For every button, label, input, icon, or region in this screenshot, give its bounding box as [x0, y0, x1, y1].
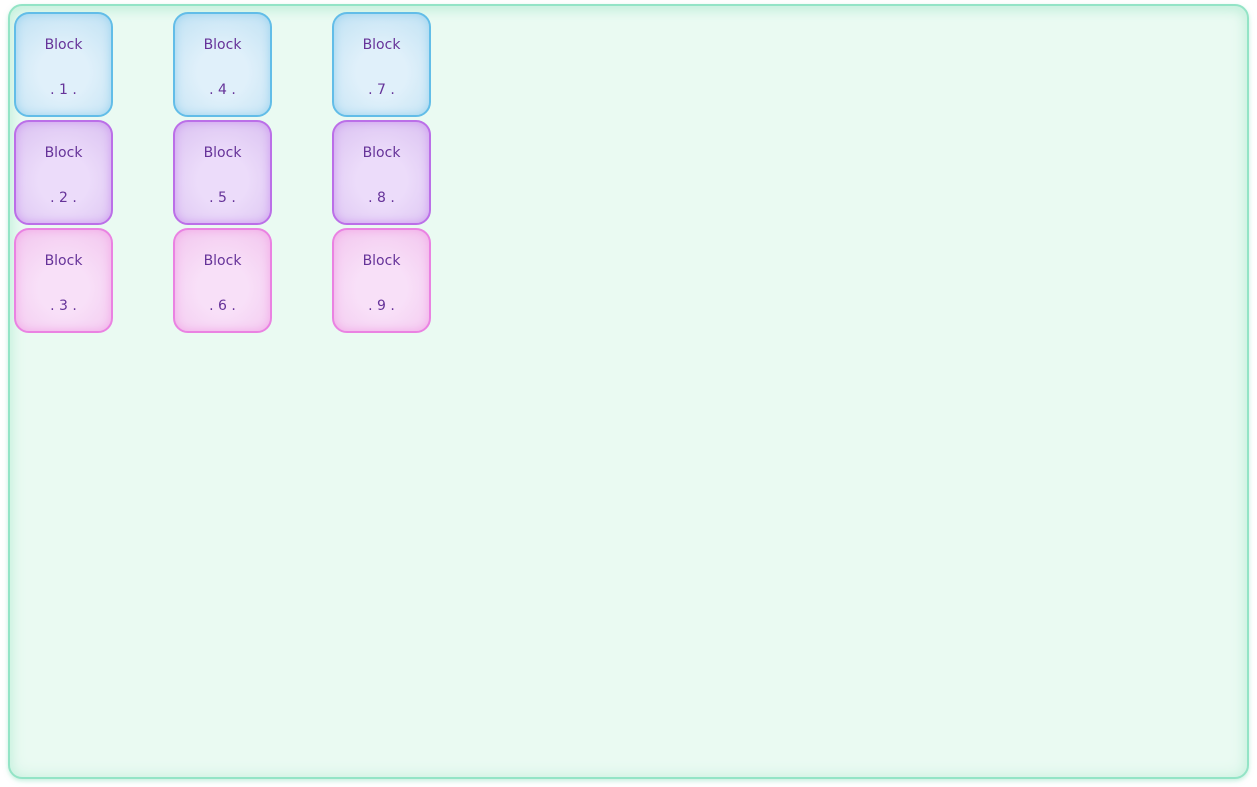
block-2[interactable]: Block . 2 .	[14, 120, 113, 225]
block-number: . 9 .	[368, 298, 395, 314]
block-number: . 7 .	[368, 82, 395, 98]
block-1[interactable]: Block . 1 .	[14, 12, 113, 117]
block-4[interactable]: Block . 4 .	[173, 12, 272, 117]
block-column-2: Block . 4 . Block . 5 . Block . 6 .	[173, 12, 272, 333]
block-8[interactable]: Block . 8 .	[332, 120, 431, 225]
block-label: Block	[362, 37, 401, 53]
block-number: . 5 .	[209, 190, 236, 206]
block-column-1: Block . 1 . Block . 2 . Block . 3 .	[14, 12, 113, 333]
block-9[interactable]: Block . 9 .	[332, 228, 431, 333]
block-number: . 8 .	[368, 190, 395, 206]
block-3[interactable]: Block . 3 .	[14, 228, 113, 333]
block-label: Block	[44, 253, 83, 269]
block-7[interactable]: Block . 7 .	[332, 12, 431, 117]
block-number: . 2 .	[50, 190, 77, 206]
block-label: Block	[44, 37, 83, 53]
block-columns: Block . 1 . Block . 2 . Block . 3 . Bloc…	[14, 12, 431, 333]
block-number: . 6 .	[209, 298, 236, 314]
block-number: . 3 .	[50, 298, 77, 314]
block-label: Block	[362, 145, 401, 161]
block-number: . 1 .	[50, 82, 77, 98]
block-label: Block	[203, 145, 242, 161]
block-label: Block	[44, 145, 83, 161]
blocks-panel: Block . 1 . Block . 2 . Block . 3 . Bloc…	[8, 4, 1249, 779]
block-6[interactable]: Block . 6 .	[173, 228, 272, 333]
block-label: Block	[203, 37, 242, 53]
block-5[interactable]: Block . 5 .	[173, 120, 272, 225]
block-column-3: Block . 7 . Block . 8 . Block . 9 .	[332, 12, 431, 333]
block-label: Block	[362, 253, 401, 269]
block-label: Block	[203, 253, 242, 269]
block-number: . 4 .	[209, 82, 236, 98]
